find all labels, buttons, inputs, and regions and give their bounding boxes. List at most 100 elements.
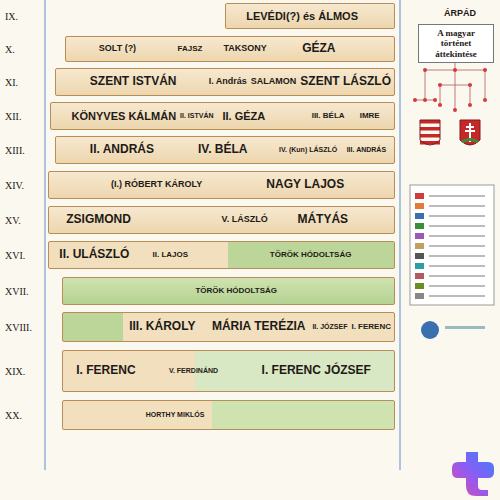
tree-dot bbox=[413, 98, 417, 102]
ruler-name: TÖRÖK HÓDOLTSÁG bbox=[195, 287, 277, 296]
ruler-name: TÖRÖK HÓDOLTSÁG bbox=[270, 251, 352, 260]
century-rule bbox=[44, 0, 46, 470]
symbol-row bbox=[415, 263, 485, 269]
ruler-name: MÁTYÁS bbox=[297, 213, 348, 226]
ruler-name: II. JÓZSEF bbox=[312, 323, 347, 331]
ruler-name: KÖNYVES KÁLMÁN bbox=[72, 110, 177, 122]
tree-dot bbox=[453, 68, 457, 72]
century-number: XVII. bbox=[5, 286, 29, 297]
logo-bar bbox=[445, 326, 485, 329]
ruler-name: SOLT (?) bbox=[99, 44, 136, 54]
symbol-swatch bbox=[415, 273, 424, 279]
arms-stripe bbox=[420, 127, 440, 131]
symbol-panel bbox=[410, 185, 494, 305]
ruler-name: FAJSZ bbox=[178, 45, 203, 54]
ruler-name: V. FERDINÁND bbox=[169, 367, 218, 375]
symbol-swatch bbox=[415, 253, 424, 259]
symbol-line bbox=[429, 205, 485, 207]
century-band: HORTHY MIKLÓS bbox=[62, 400, 395, 430]
symbol-swatch bbox=[415, 213, 424, 219]
arms-hill bbox=[462, 140, 478, 143]
ruler-name: I. FERENC bbox=[76, 364, 135, 377]
tree-dot bbox=[483, 98, 487, 102]
ruler-name: I. András bbox=[209, 77, 247, 87]
ruler-name: IV. BÉLA bbox=[198, 143, 248, 156]
century-band: SZENT ISTVÁN I. András SALAMONSZENT LÁSZLÓ bbox=[55, 68, 395, 96]
symbol-line bbox=[429, 285, 485, 287]
ruler-name: III. KÁROLY bbox=[129, 320, 195, 333]
ruler-name: V. LÁSZLÓ bbox=[222, 215, 268, 225]
symbol-line bbox=[429, 255, 485, 257]
ruler-name: SZENT ISTVÁN bbox=[90, 75, 177, 88]
tree-line bbox=[470, 85, 471, 105]
symbol-line bbox=[429, 225, 485, 227]
symbol-swatch bbox=[415, 203, 424, 209]
panel-frame bbox=[410, 185, 494, 305]
ruler-name: I. FERENC bbox=[351, 323, 391, 332]
ruler-name: II. ANDRÁS bbox=[90, 143, 154, 156]
symbol-row bbox=[415, 273, 485, 279]
title-box: A magyar történet áttekintése bbox=[418, 24, 494, 63]
tree-dot bbox=[483, 68, 487, 72]
ruler-name: II. ULÁSZLÓ bbox=[59, 248, 129, 261]
tree-dot bbox=[423, 98, 427, 102]
ruler-name: SALAMON bbox=[251, 77, 297, 87]
symbol-line bbox=[429, 195, 485, 197]
tree-line bbox=[425, 70, 426, 100]
symbol-line bbox=[429, 265, 485, 267]
tree-line bbox=[440, 85, 441, 105]
century-number: XX. bbox=[5, 410, 22, 421]
ruler-name: III. ANDRÁS bbox=[347, 146, 386, 154]
arms-stripe bbox=[420, 134, 440, 138]
century-number: XVIII. bbox=[5, 322, 32, 333]
century-band: II. ANDRÁS IV. BÉLA IV. (Kun) LÁSZLÓ III. A… bbox=[55, 136, 395, 164]
tree-dot bbox=[438, 103, 442, 107]
symbol-row bbox=[415, 233, 485, 239]
century-band: II. ULÁSZLÓII. LAJOSTÖRÖK HÓDOLTSÁG bbox=[48, 241, 395, 269]
symbol-swatch bbox=[415, 233, 424, 239]
ruler-name: LEVÉDI(?) és ÁLMOS bbox=[246, 10, 358, 22]
century-band: I. FERENC V. FERDINÁND I. FERENC JÓZSEF bbox=[62, 350, 395, 392]
title-text: A magyar történet áttekintése bbox=[422, 28, 490, 59]
ruler-name: IMRE bbox=[360, 112, 380, 121]
century-band: KÖNYVES KÁLMÁNII. ISTVÁNII. GÉZAIII. BÉL… bbox=[50, 102, 395, 130]
century-number: XIX. bbox=[5, 366, 25, 377]
ruler-name: HORTHY MIKLÓS bbox=[146, 411, 205, 419]
century-band: (I.) RÓBERT KÁROLY NAGY LAJOS bbox=[48, 171, 395, 199]
tree-dot bbox=[433, 98, 437, 102]
symbol-row bbox=[415, 283, 485, 289]
genealogy-tree bbox=[413, 56, 487, 112]
tree-dot bbox=[453, 108, 457, 112]
symbol-row bbox=[415, 203, 485, 209]
tree-dot bbox=[438, 83, 442, 87]
publisher-logo bbox=[421, 321, 439, 339]
ruler-name: II. GÉZA bbox=[223, 110, 266, 122]
symbol-line bbox=[429, 245, 485, 247]
tree-line bbox=[455, 58, 456, 110]
symbol-swatch bbox=[415, 223, 424, 229]
symbol-swatch bbox=[415, 193, 424, 199]
symbol-row bbox=[415, 243, 485, 249]
ruler-name: IV. (Kun) LÁSZLÓ bbox=[279, 146, 337, 154]
ruler-label: ÁRPÁD bbox=[444, 9, 476, 19]
century-band: LEVÉDI(?) és ÁLMOS bbox=[225, 3, 395, 29]
symbol-line bbox=[429, 295, 485, 297]
tree-line bbox=[485, 70, 486, 100]
century-number: XIV. bbox=[5, 180, 24, 191]
ruler-name: ZSIGMOND bbox=[66, 213, 131, 226]
century-number: X. bbox=[5, 44, 15, 55]
ruler-name: NAGY LAJOS bbox=[266, 178, 344, 191]
ruler-name: (I.) RÓBERT KÁROLY bbox=[111, 180, 202, 190]
tree-line bbox=[440, 85, 470, 86]
ruler-name: SZENT LÁSZLÓ bbox=[300, 75, 391, 88]
century-number: XV. bbox=[5, 215, 21, 226]
ruler-name: I. FERENC JÓZSEF bbox=[262, 364, 371, 377]
watermark-icon bbox=[452, 452, 494, 496]
tree-dot bbox=[468, 83, 472, 87]
symbol-row bbox=[415, 293, 485, 299]
ruler-name: TAKSONY bbox=[223, 44, 266, 54]
symbol-swatch bbox=[415, 263, 424, 269]
symbol-line bbox=[429, 275, 485, 277]
ruler-name: GÉZA bbox=[302, 42, 335, 55]
